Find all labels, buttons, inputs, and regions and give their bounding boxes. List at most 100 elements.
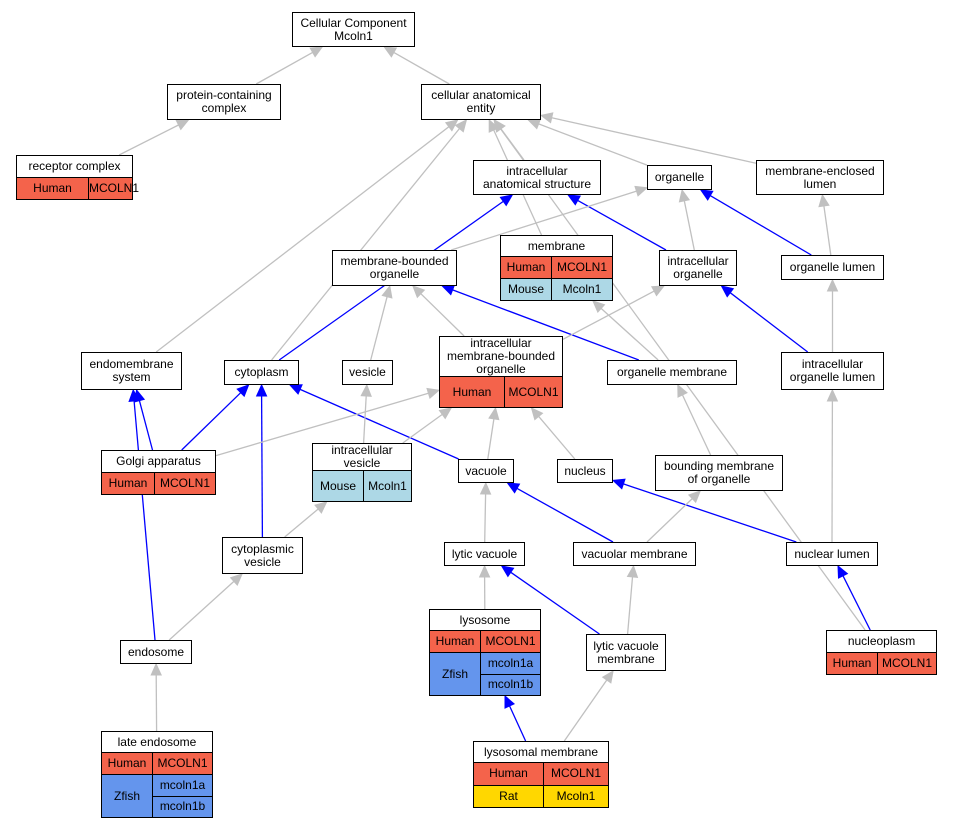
gene-label: MCOLN1	[508, 384, 559, 399]
edge-cae-cc	[393, 51, 450, 85]
node-title: cellular anatomical entity	[431, 88, 531, 115]
gene-label: MCOLN1	[157, 756, 208, 770]
species-label: Human	[102, 753, 153, 774]
arrowhead	[539, 112, 554, 124]
edge-mbo-org	[451, 190, 637, 251]
arrowhead	[506, 482, 521, 494]
edge-lm-lyso	[509, 705, 527, 742]
arrowhead	[678, 188, 691, 203]
node-ol: organelle lumen	[781, 255, 884, 280]
arrowhead	[255, 383, 268, 397]
edge-iol-io	[729, 292, 809, 353]
node-title: vacuolar membrane	[581, 546, 688, 561]
gene-label: MCOLN1	[485, 634, 536, 648]
edge-bmo-om	[681, 394, 712, 456]
arrowhead	[504, 694, 516, 709]
edge-lm-lvm	[563, 679, 608, 742]
species-label: Human	[440, 377, 505, 407]
edge-endo-es	[133, 400, 156, 641]
species-label: Human	[474, 763, 544, 785]
node-title: Cellular Component Mcoln1	[300, 15, 407, 43]
gene-label: MCOLN1	[159, 476, 210, 490]
edge-nl-nuc	[623, 483, 797, 543]
edge-pcc-cc	[255, 51, 313, 85]
node-bmo: bounding membrane of organelle	[655, 455, 783, 491]
species-label: Human	[501, 257, 552, 278]
node-title: nucleoplasm	[847, 634, 916, 648]
species-label: Human	[102, 473, 155, 494]
edge-imbo-mbo	[420, 293, 465, 337]
node-title: endomembrane system	[89, 357, 174, 384]
arrowhead	[309, 46, 324, 58]
node-pcc: protein-containing complex	[167, 84, 281, 120]
edge-ves-mbo	[370, 296, 388, 361]
edge-io-ias	[577, 199, 667, 251]
species-label: Zfish	[430, 653, 481, 695]
node-title: intracellular organelle lumen	[789, 357, 876, 384]
edge-iv-ves	[362, 395, 367, 444]
gene-label: mcoln1a	[159, 777, 206, 792]
arrowhead	[426, 387, 441, 399]
arrowhead	[360, 383, 372, 397]
node-iol: intracellular organelle lumen	[781, 352, 884, 390]
node-title: vesicle	[349, 365, 386, 379]
arrowhead	[175, 119, 190, 131]
edge-om-mem	[600, 307, 659, 361]
gene-label: Mcoln1	[562, 282, 602, 296]
edge-golgi-es	[138, 400, 154, 451]
species-label: Rat	[474, 785, 544, 807]
edge-np-nl	[842, 575, 871, 631]
gene-label: mcoln1b	[481, 673, 540, 696]
node-title: vacuole	[465, 463, 507, 478]
edge-mel-cae	[551, 117, 757, 164]
node-title: organelle lumen	[789, 260, 876, 274]
node-title: organelle	[654, 170, 705, 184]
species-label: Human	[827, 653, 878, 674]
edge-ol-org	[709, 195, 812, 256]
edge-es-cae	[155, 126, 450, 353]
arrowhead	[826, 278, 839, 292]
edge-vac-cyto	[299, 388, 459, 460]
edge-ol-mel	[823, 205, 832, 256]
species-label: Human	[17, 178, 89, 199]
arrowhead	[650, 285, 665, 297]
edge-io-org	[683, 200, 695, 251]
node-title: Golgi apparatus	[116, 454, 201, 468]
edge-cv-cyto	[260, 395, 264, 538]
arrowhead	[699, 189, 714, 201]
node-title: intracellular membrane-bounded organelle	[446, 336, 556, 376]
arrowhead	[818, 193, 830, 208]
node-nl: nuclear lumen	[786, 542, 878, 566]
arrowhead	[500, 565, 515, 578]
arrowhead	[454, 119, 468, 133]
node-nuc: nucleus	[557, 459, 613, 483]
edge-rc-pcc	[118, 124, 179, 156]
arrowhead	[229, 573, 243, 587]
arrowhead	[601, 670, 614, 684]
node-es: endomembrane system	[81, 352, 182, 390]
gene-label: mcoln1a	[487, 655, 534, 670]
arrowhead	[687, 490, 702, 504]
node-mbo: membrane-bounded organelle	[332, 250, 457, 286]
edge-endo-cv	[168, 580, 235, 641]
arrowhead	[478, 564, 491, 578]
arrowhead	[626, 564, 639, 578]
node-title: membrane-bounded organelle	[340, 254, 449, 281]
node-cyto: cytoplasm	[224, 360, 299, 385]
gene-label: mcoln1b	[153, 795, 212, 818]
arrowhead	[677, 383, 688, 398]
gene-label: Mcoln1	[556, 788, 596, 803]
edge-cv-iv	[284, 508, 319, 538]
node-cc: Cellular Component Mcoln1	[292, 12, 415, 47]
